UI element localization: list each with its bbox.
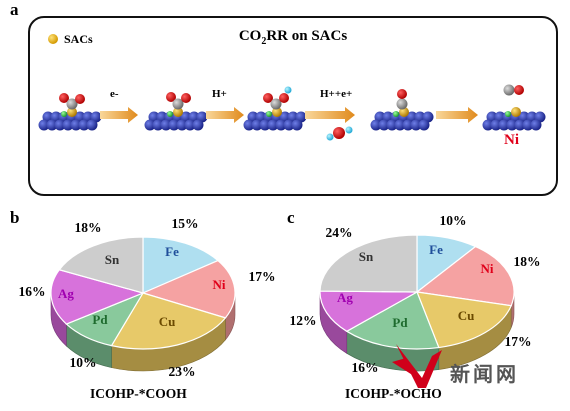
- hydrogen-atom: [284, 86, 292, 94]
- slice-percent-fe: 10%: [440, 213, 467, 228]
- pie-chart-b: Fe 15% Ni 17% Cu 23% Pd 10% Ag 16% Sn 18%: [19, 216, 276, 379]
- oxygen-atom: [514, 85, 524, 95]
- slice-percent-pd: 10%: [70, 355, 97, 370]
- slice-percent-ag: 16%: [19, 284, 46, 299]
- slice-label-ni: Ni: [481, 261, 494, 276]
- slice-label-cu: Cu: [159, 314, 176, 329]
- watermark: 新闻网: [388, 336, 568, 396]
- carbon-atom: [503, 84, 515, 96]
- slice-label-sn: Sn: [105, 252, 120, 267]
- slice-label-ni: Ni: [213, 277, 226, 292]
- slice-label-sn: Sn: [359, 249, 374, 264]
- slice-label-pd: Pd: [92, 312, 108, 327]
- hydrogen-atom: [345, 126, 353, 134]
- oxygen-atom: [333, 127, 345, 139]
- sacs-legend: SACs: [48, 32, 93, 47]
- slice-percent-cu: 23%: [169, 364, 196, 379]
- pie-slice-ni: [141, 259, 236, 319]
- slice-label-fe: Fe: [165, 244, 179, 259]
- pie-slice-ag: [319, 290, 420, 333]
- process-arrow-icon: [206, 107, 244, 123]
- carbon-atom: [66, 98, 78, 110]
- panel-c-letter: c: [287, 208, 295, 227]
- oxygen-atom: [397, 89, 407, 99]
- catalyst-surface: [144, 107, 208, 131]
- pie-chart-c: Fe 10% Ni 18% Cu 17% Pd 16% Ag 12% Sn 24%: [290, 213, 541, 375]
- oxygen-atom: [181, 93, 191, 103]
- reaction-scheme-box: CO2RR on SACs SACs: [28, 16, 558, 196]
- step-label-2: H+: [212, 88, 227, 100]
- carbon-atom: [396, 98, 408, 110]
- title-suffix: RR on SACs: [266, 28, 348, 44]
- legend-label: SACs: [64, 32, 93, 46]
- sac-atom-icon: [48, 34, 58, 44]
- carbon-atom: [172, 98, 184, 110]
- slice-percent-pd: 16%: [352, 360, 379, 375]
- chart-b-caption: ICOHP-*COOH: [90, 386, 187, 401]
- hydrogen-atom: [326, 133, 334, 141]
- carbon-atom: [270, 98, 282, 110]
- catalyst-surface: [482, 107, 546, 131]
- process-arrow-icon: [100, 107, 138, 123]
- oxygen-atom: [263, 93, 273, 103]
- title-subscript: 2: [261, 36, 267, 47]
- panel-a-letter: a: [10, 0, 19, 19]
- slice-label-pd: Pd: [392, 315, 408, 330]
- pie-slice-cu: [416, 291, 513, 349]
- slice-percent-fe: 15%: [172, 216, 199, 231]
- watermark-text: 新闻网: [450, 362, 519, 386]
- title-prefix: CO: [238, 28, 262, 44]
- pie-slice-ni: [415, 245, 515, 307]
- process-arrow-icon: [305, 107, 355, 123]
- process-arrow-icon: [436, 107, 478, 123]
- catalyst-surface: [243, 107, 307, 131]
- slice-label-ag: Ag: [58, 286, 74, 301]
- catalyst-surface: [370, 107, 434, 131]
- step-label-1: e-: [110, 88, 119, 100]
- chart-c-caption: ICOHP-*OCHO: [345, 386, 442, 401]
- step-label-3: H++e+: [320, 88, 353, 100]
- oxygen-atom: [166, 92, 176, 102]
- oxygen-atom: [59, 93, 69, 103]
- pie-slice-cu: [110, 292, 227, 350]
- sac-atom: [399, 107, 409, 117]
- panel-b-letter: b: [10, 208, 20, 227]
- watermark-logo-icon: [392, 344, 442, 388]
- scheme-title: CO2RR on SACs: [30, 28, 556, 47]
- slice-percent-cu: 17%: [505, 334, 532, 349]
- catalyst-surface: [38, 107, 102, 131]
- pie-slice-ag: [50, 269, 145, 325]
- slice-label-fe: Fe: [429, 242, 443, 257]
- sac-atom: [511, 107, 521, 117]
- slice-percent-ni: 18%: [514, 254, 541, 269]
- final-catalyst-label: Ni: [504, 132, 519, 148]
- sac-atom: [67, 107, 77, 117]
- slice-percent-ag: 12%: [290, 313, 317, 328]
- pie-slice-fe: [142, 236, 220, 294]
- pie-slice-pd: [345, 291, 440, 350]
- pie-slice-sn: [319, 234, 418, 293]
- slice-label-ag: Ag: [337, 290, 353, 305]
- slice-percent-ni: 17%: [249, 269, 276, 284]
- slice-percent-sn: 24%: [326, 225, 353, 240]
- pie-slice-sn: [58, 236, 144, 294]
- oxygen-atom: [75, 94, 85, 104]
- slice-percent-sn: 18%: [75, 220, 102, 235]
- oxygen-atom: [279, 93, 289, 103]
- slice-label-cu: Cu: [458, 308, 475, 323]
- sac-atom: [173, 107, 183, 117]
- sac-atom: [272, 107, 282, 117]
